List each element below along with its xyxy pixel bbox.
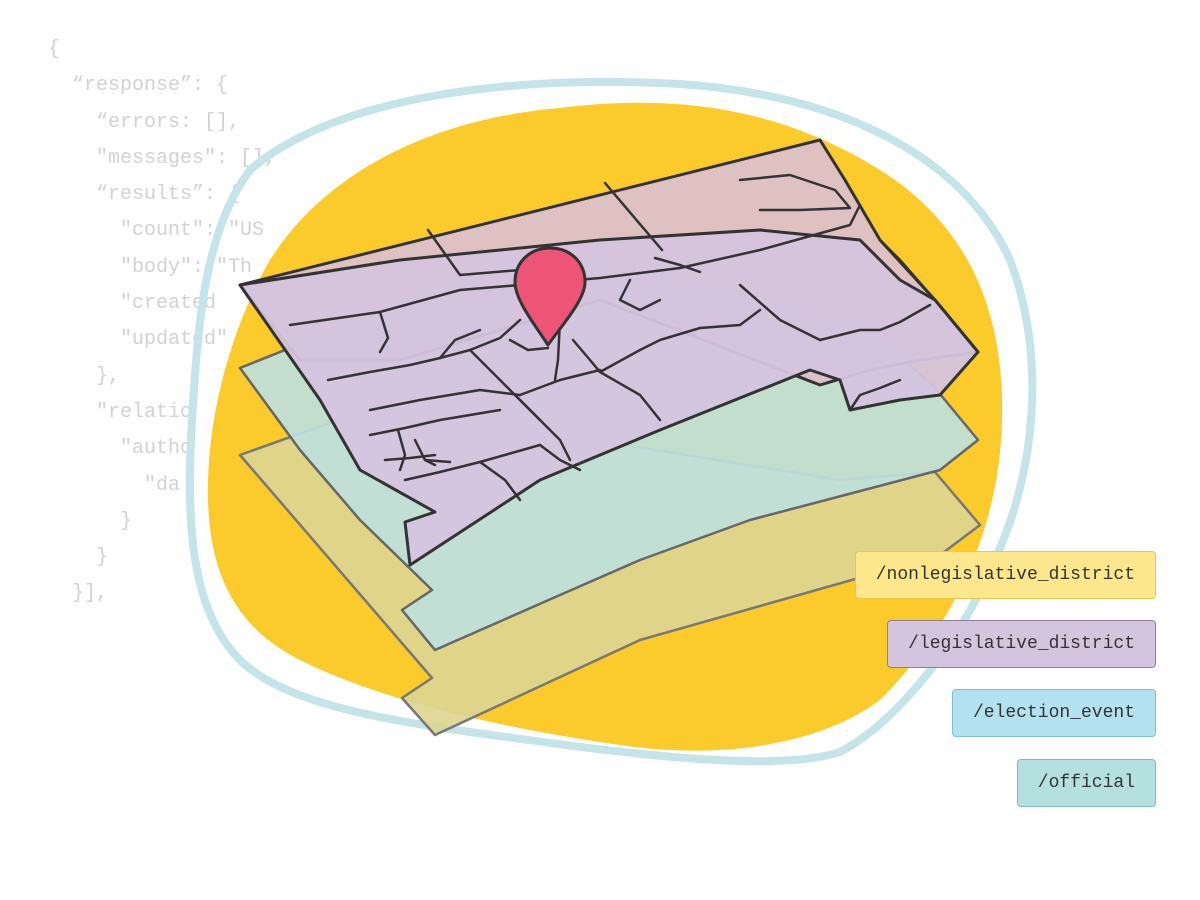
map-pin-icon[interactable] [513,246,587,347]
code-line: "da [48,473,181,497]
code-line: “response”: { [48,74,229,98]
endpoint-tag-legislative-district[interactable]: /legislative_district [887,620,1156,668]
endpoint-tag-official[interactable]: /official [1016,759,1156,807]
code-line: { [48,38,61,61]
endpoint-tag-election-event[interactable]: /election_event [951,689,1156,737]
endpoint-label: /election_event [972,703,1135,723]
json-code-snippet: { “response”: { “errors: [], "messages":… [48,32,276,613]
code-line: } [48,509,133,533]
code-line: "autho [48,437,193,461]
code-line: “errors: [], [48,110,241,134]
decorative-outline [185,77,1037,766]
code-line: "relatio [48,400,193,424]
endpoint-label: /official [1037,773,1135,793]
endpoint-label: /legislative_district [908,634,1135,654]
endpoint-tag-nonlegislative-district[interactable]: /nonlegislative_district [854,551,1156,599]
code-line: "body": "Th [48,255,253,279]
code-line: }], [48,582,109,606]
district-boundaries [288,173,937,502]
code-line: }, [48,364,121,388]
code-line: "created [48,292,217,316]
code-line: "count": "US [48,219,265,243]
code-line: } [48,546,109,570]
endpoint-label: /nonlegislative_district [875,565,1135,585]
